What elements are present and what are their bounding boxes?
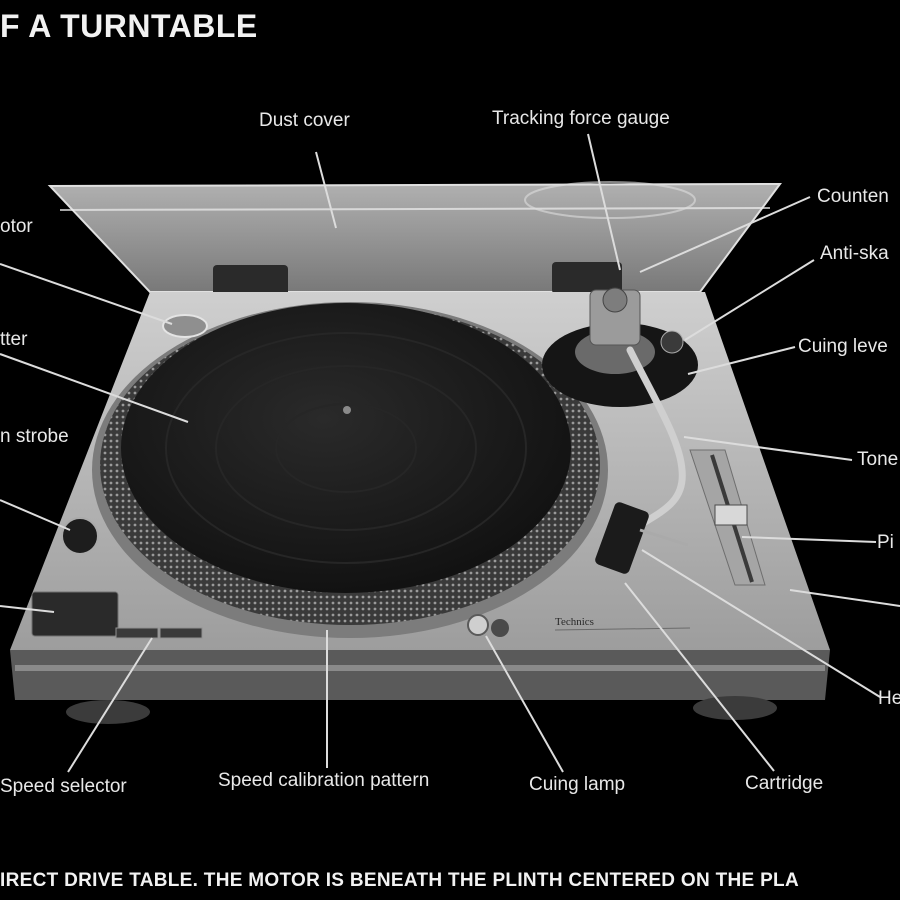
brand-plate: Technics (555, 616, 594, 628)
strobe-light (162, 314, 208, 338)
leader-lines (0, 133, 900, 773)
label-pitch: Pi (877, 532, 894, 553)
speed-button-45 (159, 627, 203, 639)
label-headshell: He (878, 688, 900, 709)
label-cuing-lever: Cuing leve (798, 336, 888, 357)
label-tonearm: Tone (857, 449, 899, 470)
diagram-title: F A TURNTABLE (0, 8, 258, 44)
start-stop-button (31, 591, 119, 637)
label-counterweight: Counten (817, 186, 889, 207)
speed-button-33 (115, 627, 159, 639)
headshell (595, 502, 649, 574)
label-platter: tter (0, 329, 28, 350)
tonearm (626, 346, 686, 529)
label-cuing-lamp: Cuing lamp (529, 774, 626, 795)
label-dust-cover: Dust cover (259, 110, 350, 131)
tonearm-base (542, 287, 698, 407)
label-speed-calibration: Speed calibration pattern (218, 770, 430, 791)
platter (92, 302, 608, 638)
label-strobe: n strobe (0, 426, 69, 447)
pitch-slider (689, 449, 766, 586)
label-tracking-force-gauge: Tracking force gauge (492, 108, 670, 129)
power-knob (61, 517, 99, 555)
cuing-lamp (467, 614, 489, 636)
label-motor: otor (0, 216, 33, 237)
label-anti-skate: Anti-ska (820, 243, 889, 264)
label-speed-selector: Speed selector (0, 776, 127, 797)
label-cartridge: Cartridge (745, 773, 824, 794)
footer-caption: IRECT DRIVE TABLE. THE MOTOR IS BENEATH … (0, 870, 799, 891)
dust-cover (47, 181, 782, 297)
